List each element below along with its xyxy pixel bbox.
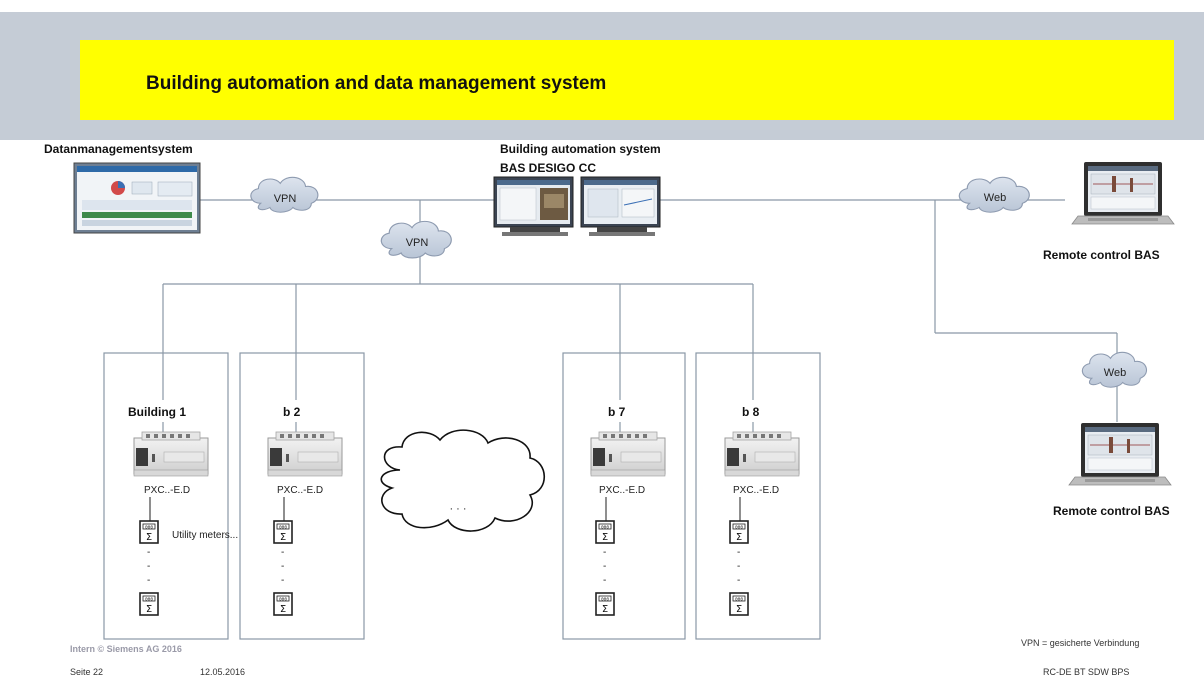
dms-label: Datanmanagementsystem [44, 142, 193, 156]
meter-dot-7c: - [603, 575, 606, 586]
meter-dot-8a: - [737, 547, 740, 558]
plc-label-building-7: PXC..-E.D [599, 485, 645, 496]
building-1-label: Building 1 [128, 405, 186, 419]
utility-meters-label: Utility meters... [172, 530, 238, 541]
building-8-label: b 8 [742, 405, 760, 419]
building-box-8 [695, 352, 821, 640]
building-box-7 [562, 352, 686, 640]
footer-page: Seite 22 [70, 667, 103, 677]
plc-building-7 [590, 431, 666, 477]
bas-workstation-left [493, 176, 574, 236]
building-box-2 [239, 352, 365, 640]
web-top-label: Web [984, 192, 1006, 204]
meter-dot-2a: - [281, 547, 284, 558]
meter-dot-2c: - [281, 575, 284, 586]
vpn-left-label: VPN [274, 193, 297, 205]
meter-building-8-top [729, 520, 749, 544]
footer-org: RC-DE BT SDW BPS [1043, 667, 1129, 677]
title-bar [80, 40, 1174, 120]
remote-label-top: Remote control BAS [1043, 248, 1160, 262]
meter-building-2-top [273, 520, 293, 544]
vpn-center-label: VPN [406, 237, 429, 249]
ellipsis-label: · · · [449, 503, 466, 515]
building-7-label: b 7 [608, 405, 626, 419]
footer-date: 12.05.2016 [200, 667, 245, 677]
plc-building-2 [267, 431, 343, 477]
web-right-label: Web [1104, 367, 1126, 379]
remote-label-bottom: Remote control BAS [1053, 504, 1170, 518]
meter-dot-7b: - [603, 561, 606, 572]
plc-label-building-1: PXC..-E.D [144, 485, 190, 496]
bas-title-line1: Building automation system [500, 142, 661, 156]
meter-building-7-bottom [595, 592, 615, 616]
meter-dot-2b: - [281, 561, 284, 572]
meter-building-7-top [595, 520, 615, 544]
footer-copyright: Intern © Siemens AG 2016 [70, 644, 182, 654]
building-2-label: b 2 [283, 405, 301, 419]
dms-monitor [73, 162, 201, 234]
plc-label-building-8: PXC..-E.D [733, 485, 779, 496]
cloud-other-buildings [380, 429, 545, 532]
plc-building-1 [133, 431, 209, 477]
meter-dot-1c: - [147, 575, 150, 586]
building-box-1 [103, 352, 229, 640]
plc-label-building-2: PXC..-E.D [277, 485, 323, 496]
meter-dot-1a: - [147, 547, 150, 558]
meter-building-1-bottom [139, 592, 159, 616]
footer-legend: VPN = gesicherte Verbindung [1021, 638, 1139, 648]
meter-building-8-bottom [729, 592, 749, 616]
meter-building-1-top [139, 520, 159, 544]
remote-laptop-bottom [1068, 422, 1172, 486]
remote-laptop-top [1071, 161, 1175, 225]
bas-title-line2: BAS DESIGO CC [500, 161, 596, 175]
meter-dot-8c: - [737, 575, 740, 586]
meter-dot-8b: - [737, 561, 740, 572]
page-title: Building automation and data management … [146, 73, 606, 94]
meter-dot-1b: - [147, 561, 150, 572]
meter-dot-7a: - [603, 547, 606, 558]
plc-building-8 [724, 431, 800, 477]
meter-building-2-bottom [273, 592, 293, 616]
bas-workstation-right [580, 176, 661, 236]
